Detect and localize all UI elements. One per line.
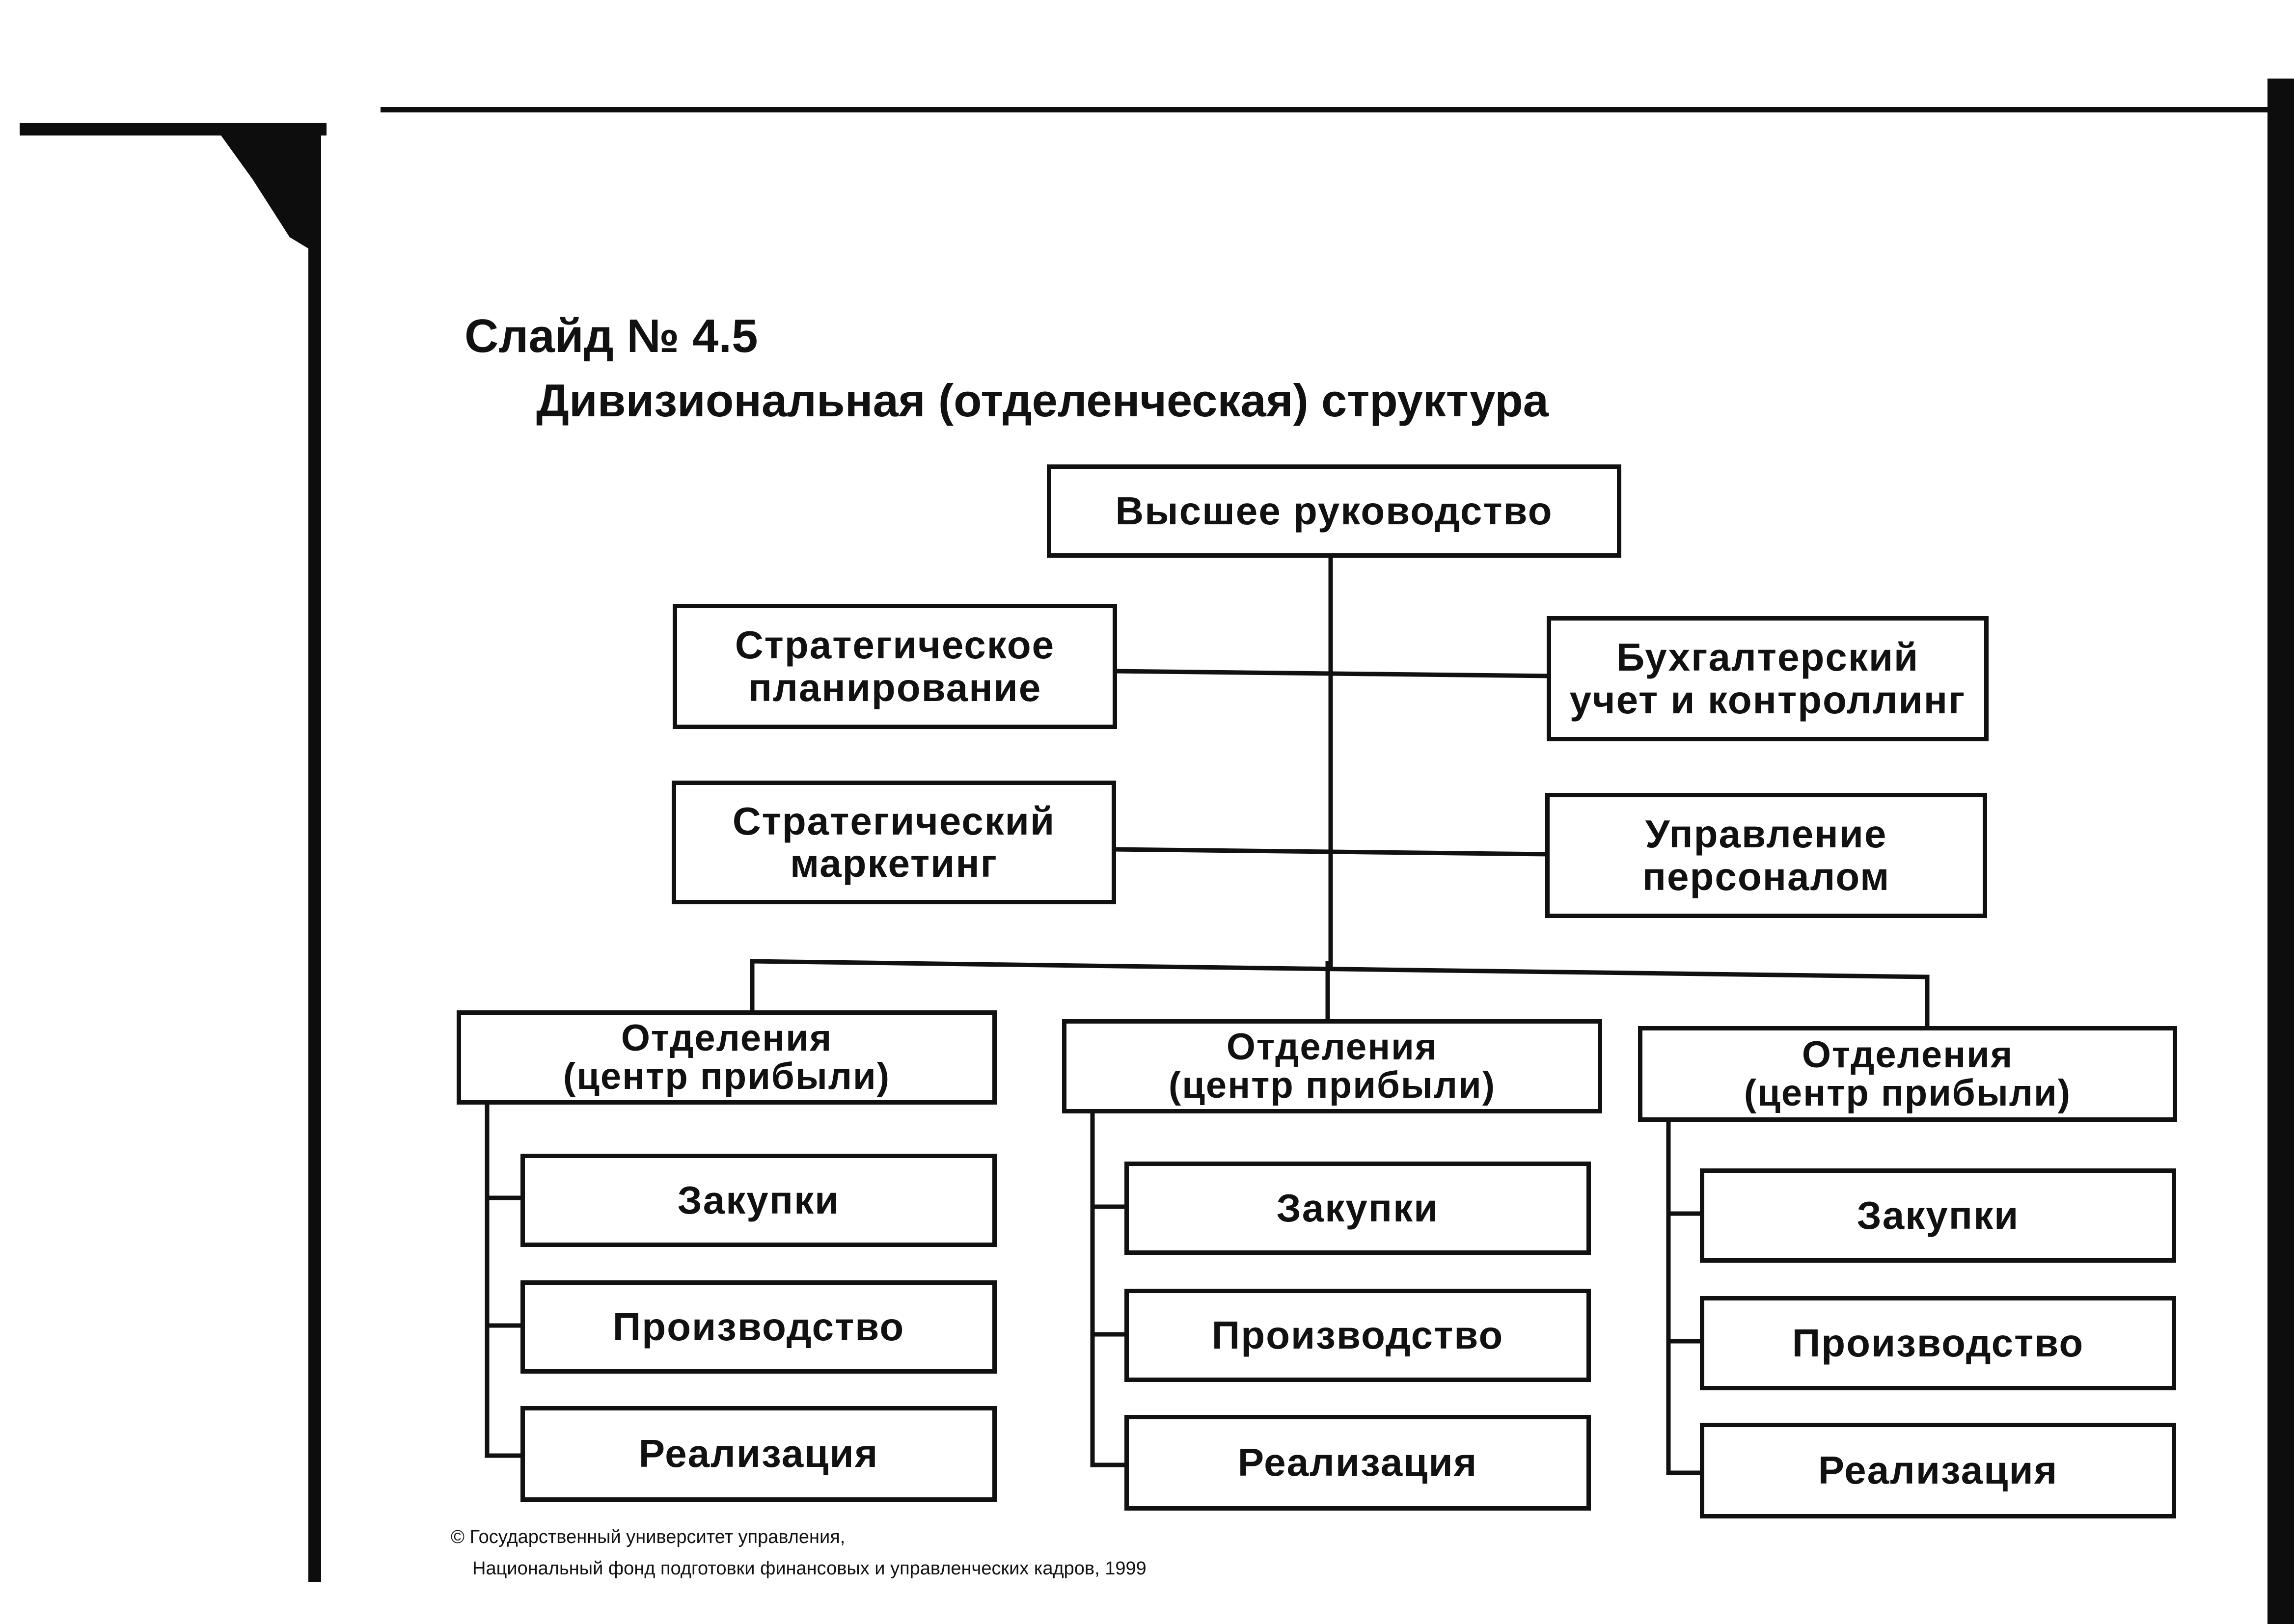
scan-top-rule: [381, 107, 2286, 112]
division-2-box: Отделения (центр прибыли): [1062, 1019, 1602, 1113]
division-3-tree: [1666, 1113, 1704, 1475]
division-3-production: Производство: [1700, 1296, 2176, 1390]
strategic-planning-box: Стратегическое планирование: [673, 604, 1117, 729]
division-2-production: Производство: [1124, 1289, 1591, 1382]
division-2-tree: [1090, 1106, 1128, 1467]
division-bus: [750, 959, 1930, 1031]
division-1-production: Производство: [520, 1280, 997, 1374]
slide-number: Слайд № 4.5: [464, 310, 758, 362]
scan-left-edge: [308, 129, 321, 1582]
scan-right-edge: [2267, 79, 2294, 1624]
footer-publisher: Национальный фонд подготовки финансовых …: [472, 1558, 1147, 1579]
hr-management-box: Управление персоналом: [1545, 793, 1987, 918]
footer-copyright: © Государственный университет управления…: [451, 1527, 846, 1547]
accounting-controlling-box: Бухгалтерский учет и контроллинг: [1547, 616, 1989, 741]
division-1-sales: Реализация: [520, 1406, 997, 1502]
division-3-sales: Реализация: [1700, 1423, 2176, 1518]
division-3-box: Отделения (центр прибыли): [1638, 1026, 2177, 1122]
division-1-tree: [485, 1096, 524, 1458]
division-3-purchasing: Закупки: [1700, 1168, 2176, 1263]
staff-link-row1: [1111, 669, 1552, 678]
division-2-purchasing: Закупки: [1124, 1162, 1591, 1255]
top-management-box: Высшее руководство: [1047, 464, 1621, 558]
division-1-box: Отделения (центр прибыли): [457, 1010, 997, 1105]
division-2-sales: Реализация: [1124, 1415, 1591, 1511]
strategic-marketing-box: Стратегический маркетинг: [672, 781, 1116, 904]
page-title: Дивизиональная (отделенческая) структура: [536, 375, 1549, 426]
division-1-purchasing: Закупки: [520, 1154, 997, 1247]
staff-link-row2: [1111, 847, 1550, 857]
